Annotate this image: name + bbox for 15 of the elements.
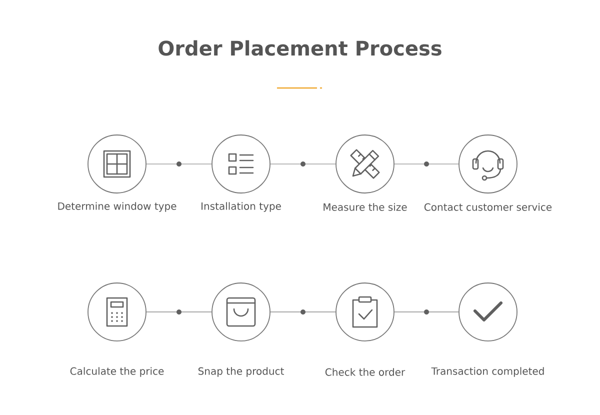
connector-line	[270, 310, 336, 314]
step-label: Contact customer service	[424, 203, 552, 211]
step-label: Installation type	[202, 202, 281, 212]
step-label: Determine window type	[58, 202, 176, 212]
connector-line	[270, 162, 336, 166]
connector-line	[146, 162, 212, 166]
connector-line	[394, 310, 459, 314]
step-label: Snap the product	[198, 367, 284, 377]
connector-line	[394, 162, 459, 166]
connector-line	[146, 310, 212, 314]
step-label: Measure the size	[324, 203, 407, 211]
step-label: Calculate the price	[70, 367, 164, 377]
title: Order Placement Process	[158, 40, 442, 56]
step-label: Check the order	[325, 368, 406, 376]
step-label: Transaction completed	[431, 367, 544, 377]
